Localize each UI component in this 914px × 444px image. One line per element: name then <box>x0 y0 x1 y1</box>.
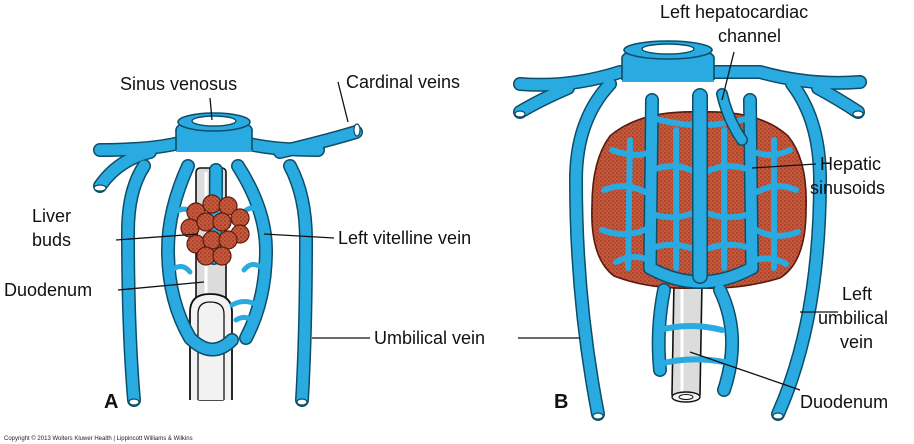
label-liver-buds-line2: buds <box>32 230 71 250</box>
panel-b: Left hepatocardiac channel Hepatic sinus… <box>513 2 888 421</box>
label-left-umbilical-line1: Left <box>842 284 872 304</box>
label-liver-buds-line1: Liver <box>32 206 71 226</box>
leader-lines-a <box>115 81 370 339</box>
label-left-hepatocardiac-line1: Left hepatocardiac <box>660 2 808 22</box>
vein-network-a <box>93 112 363 407</box>
duodenum-b <box>671 281 703 403</box>
panel-letter-a: A <box>104 391 118 413</box>
label-hepatic-sinusoids-line1: Hepatic <box>820 154 881 174</box>
label-umbilical-vein: Umbilical vein <box>374 328 485 348</box>
panel-a: Sinus venosus Cardinal veins Liver buds … <box>4 72 485 413</box>
vein-network-b <box>513 40 867 421</box>
label-hepatic-sinusoids-line2: sinusoids <box>810 178 885 198</box>
label-sinus-venosus: Sinus venosus <box>120 74 237 94</box>
label-left-vitelline-vein: Left vitelline vein <box>338 228 471 248</box>
leader-lines-b <box>518 51 838 391</box>
label-duodenum-b: Duodenum <box>800 392 888 412</box>
label-left-hepatocardiac-line2: channel <box>718 26 781 46</box>
label-left-umbilical-line2: umbilical <box>818 308 888 328</box>
liver-buds <box>180 194 250 266</box>
copyright-notice: Copyright © 2013 Wolters Kluwer Health |… <box>4 435 193 442</box>
label-duodenum-a: Duodenum <box>4 280 92 300</box>
panel-letter-b: B <box>554 391 568 413</box>
label-cardinal-veins: Cardinal veins <box>346 72 460 92</box>
label-left-umbilical-line3: vein <box>840 332 873 352</box>
